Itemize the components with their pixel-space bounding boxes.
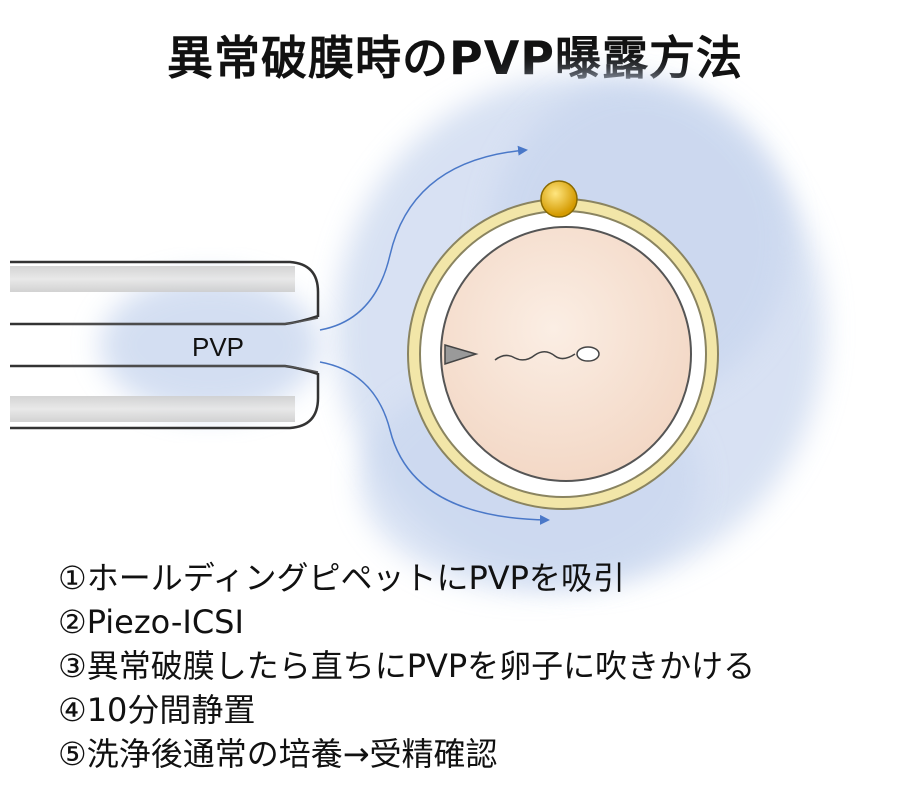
step-3: ③異常破膜したら直ちにPVPを卵子に吹きかける [58,647,756,685]
step-4: ④10分間静置 [58,691,256,729]
ooplasm [440,226,692,482]
page-title: 異常破膜時のPVP曝露方法 [166,31,744,85]
injection-site [444,344,479,366]
holding-pipette: PVP [10,260,320,430]
step-1: ①ホールディングピペットにPVPを吸引 [58,559,625,597]
flow-arrow-upper [319,145,528,331]
step-5: ⑤洗浄後通常の培養→受精確認 [58,735,498,773]
procedure-steps: ①ホールディングピペットにPVPを吸引 ②Piezo-ICSI ③異常破膜したら… [58,556,755,776]
step-2: ②Piezo-ICSI [58,603,244,641]
flow-arrow-lower [319,361,550,525]
oocyte [407,180,719,510]
sperm-icon [494,346,600,362]
pipette-label: PVP [192,332,244,362]
polar-body [540,180,578,218]
